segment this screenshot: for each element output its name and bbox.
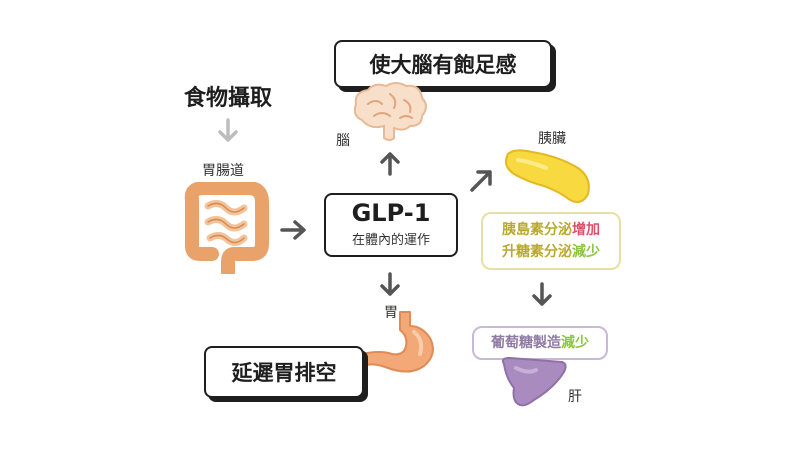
arrow-down-icon bbox=[380, 272, 400, 296]
pancreas-line2: 升糖素分泌減少 bbox=[502, 241, 600, 263]
arrow-down-icon-liver bbox=[532, 282, 552, 306]
liver-decrease-text: 減少 bbox=[561, 335, 589, 351]
glp1-center-box: GLP-1 在體內的運作 bbox=[324, 193, 458, 257]
liver-effect-box: 葡萄糖製造減少 bbox=[472, 326, 608, 360]
increase-text: 增加 bbox=[572, 222, 600, 238]
pancreas-line1: 胰島素分泌增加 bbox=[502, 219, 600, 241]
stomach-label: 胃 bbox=[384, 305, 398, 321]
arrow-right-icon bbox=[280, 220, 306, 240]
intake-title: 食物攝取 bbox=[184, 86, 273, 111]
glucose-text: 葡萄糖製造 bbox=[491, 335, 561, 351]
insulin-text: 胰島素分泌 bbox=[502, 222, 572, 238]
center-title: GLP-1 bbox=[351, 199, 431, 227]
arrow-up-right-icon bbox=[470, 170, 492, 192]
pancreas-effect-box: 胰島素分泌增加 升糖素分泌減少 bbox=[481, 212, 621, 270]
stomach-effect-box: 延遲胃排空 bbox=[204, 346, 364, 398]
decrease-text: 減少 bbox=[572, 244, 600, 260]
brain-effect-box: 使大腦有飽足感 bbox=[334, 40, 552, 88]
liver-label: 肝 bbox=[568, 389, 582, 405]
stomach-icon bbox=[361, 311, 434, 373]
arrow-up-icon bbox=[380, 152, 400, 176]
intestine-icon bbox=[184, 182, 269, 274]
gut-label: 胃腸道 bbox=[202, 163, 244, 179]
glucagon-text: 升糖素分泌 bbox=[502, 244, 572, 260]
pancreas-icon bbox=[505, 149, 590, 203]
liver-icon bbox=[501, 356, 567, 407]
arrow-down-light-icon bbox=[218, 118, 238, 142]
center-subtitle: 在體內的運作 bbox=[351, 233, 430, 248]
pancreas-label: 胰臟 bbox=[538, 131, 566, 147]
brain-label: 腦 bbox=[336, 133, 350, 149]
liver-effect-line: 葡萄糖製造減少 bbox=[491, 332, 589, 354]
brain-icon bbox=[353, 82, 427, 141]
